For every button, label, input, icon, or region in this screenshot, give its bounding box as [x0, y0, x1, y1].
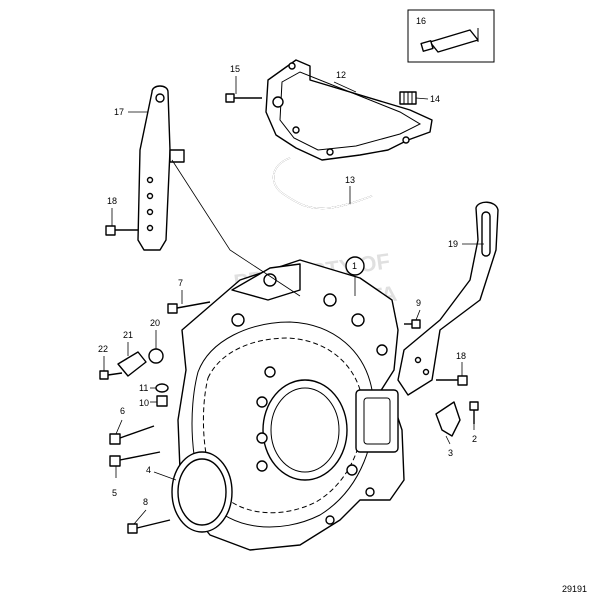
part-22-bolt: [99, 370, 123, 380]
part-14-connector: [399, 91, 417, 105]
callout-12: 12: [336, 70, 346, 80]
callout-15: 15: [230, 64, 240, 74]
part-2-bolt: [469, 401, 479, 424]
callout-18-left: 18: [107, 196, 117, 206]
callout-13: 13: [345, 175, 355, 185]
callout-18-right: 18: [456, 351, 466, 361]
part-16-sealant-tube: [407, 9, 495, 63]
callout-14: 14: [430, 94, 440, 104]
callout-3: 3: [448, 448, 453, 458]
callout-20: 20: [150, 318, 160, 328]
callout-17: 17: [114, 107, 124, 117]
part-19-right-bracket: [397, 201, 499, 396]
part-3-cover: [435, 401, 461, 437]
callout-7: 7: [178, 278, 183, 288]
callout-21: 21: [123, 330, 133, 340]
part-15-bolt: [225, 93, 262, 103]
callout-10: 10: [139, 398, 149, 408]
part-7-bolt: [167, 301, 211, 314]
part-6-bolt: [109, 425, 155, 445]
part-11-washer: [155, 383, 169, 393]
callout-22: 22: [98, 344, 108, 354]
part-21-cap: [117, 351, 147, 377]
callout-16: 16: [416, 16, 426, 26]
callout-19: 19: [448, 239, 458, 249]
callout-4: 4: [146, 465, 151, 475]
callout-9: 9: [416, 298, 421, 308]
callout-labels: 1 2 3 4 5 6 7 8 9 10 11 12 13 14 15 16 1…: [98, 16, 587, 594]
callout-1: 1: [352, 261, 357, 271]
part-12-upper-bracket: [265, 59, 433, 161]
callout-2: 2: [472, 434, 477, 444]
part-8-bolt: [127, 519, 171, 534]
part-20-seal: [148, 348, 164, 364]
drawing-number: 29191: [562, 584, 587, 594]
callout-8: 8: [143, 497, 148, 507]
part-18-bolt-left: [105, 225, 138, 236]
part-9-bolt: [404, 319, 421, 329]
part-17-left-bracket: [137, 85, 185, 251]
part-4-o-ring: [171, 451, 233, 533]
part-13-gasket-inner: [272, 157, 373, 210]
callout-5: 5: [112, 488, 117, 498]
callout-6: 6: [120, 406, 125, 416]
leader-lines: [103, 76, 484, 525]
part-10-nut: [156, 395, 168, 407]
part-5-bolt: [109, 451, 161, 467]
callout-1-circle: [345, 256, 365, 276]
callout-11: 11: [139, 383, 148, 393]
part-18-bolt-right: [436, 375, 468, 386]
